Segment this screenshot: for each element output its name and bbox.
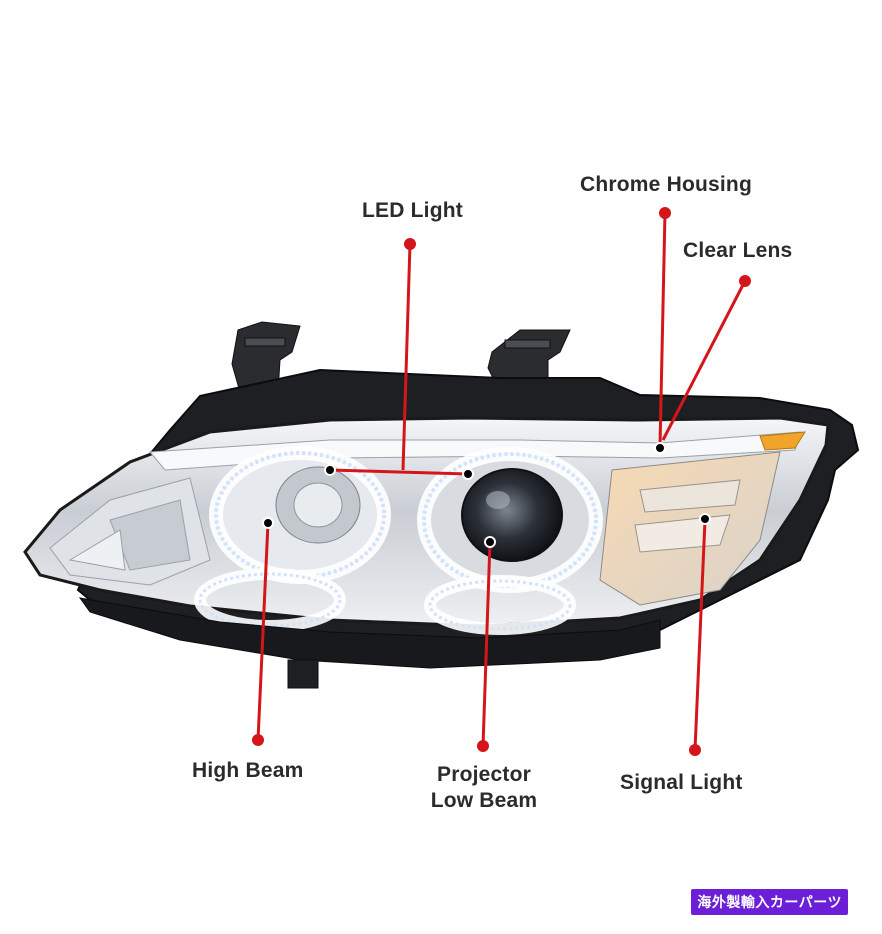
led-light-callout-line <box>329 243 469 476</box>
led-light-end-dot <box>404 238 416 250</box>
projector-end-dot <box>477 740 489 752</box>
chrome-housing-callout-line <box>658 212 667 447</box>
callout-lines <box>256 212 747 751</box>
callout-end-dots <box>252 207 751 756</box>
mounting-brackets <box>231 321 571 393</box>
high-beam-end-dot <box>252 734 264 746</box>
label-projector-line2: Low Beam <box>430 789 538 813</box>
signal-light-end-dot <box>689 744 701 756</box>
chrome-housing-end-dot <box>659 207 671 219</box>
label-signal-light: Signal Light <box>620 771 743 794</box>
label-projector-line1: Projector <box>437 763 531 786</box>
high-beam-callout-line <box>256 522 270 741</box>
label-high-beam: High Beam <box>192 759 304 782</box>
signal-unit <box>599 431 806 606</box>
chrome-housing-anchor-dot <box>654 442 666 454</box>
clear-lens-end-dot <box>739 275 751 287</box>
label-clear-lens: Clear Lens <box>683 239 793 262</box>
led-light-anchor-dot-left <box>324 464 336 476</box>
callout-anchor-dots <box>262 442 711 548</box>
label-chrome-housing: Chrome Housing <box>580 173 752 196</box>
projector-anchor-dot <box>484 536 496 548</box>
label-projector-low-beam: Projector Low Beam <box>400 762 568 815</box>
watermark-badge: 海外製輸入カーパーツ <box>691 889 848 915</box>
left-reflector <box>49 477 211 586</box>
projector-unit <box>417 447 603 635</box>
high-beam-anchor-dot <box>262 517 274 529</box>
high-beam-unit <box>194 446 391 632</box>
connector-stub <box>287 659 319 689</box>
signal-light-anchor-dot <box>699 513 711 525</box>
label-led-light: LED Light <box>362 199 463 222</box>
lower-base <box>78 597 661 669</box>
clear-lens-callout-line <box>661 280 747 441</box>
projector-callout-line <box>481 541 492 747</box>
led-light-anchor-dot-right <box>462 468 474 480</box>
signal-light-callout-line <box>693 519 707 751</box>
